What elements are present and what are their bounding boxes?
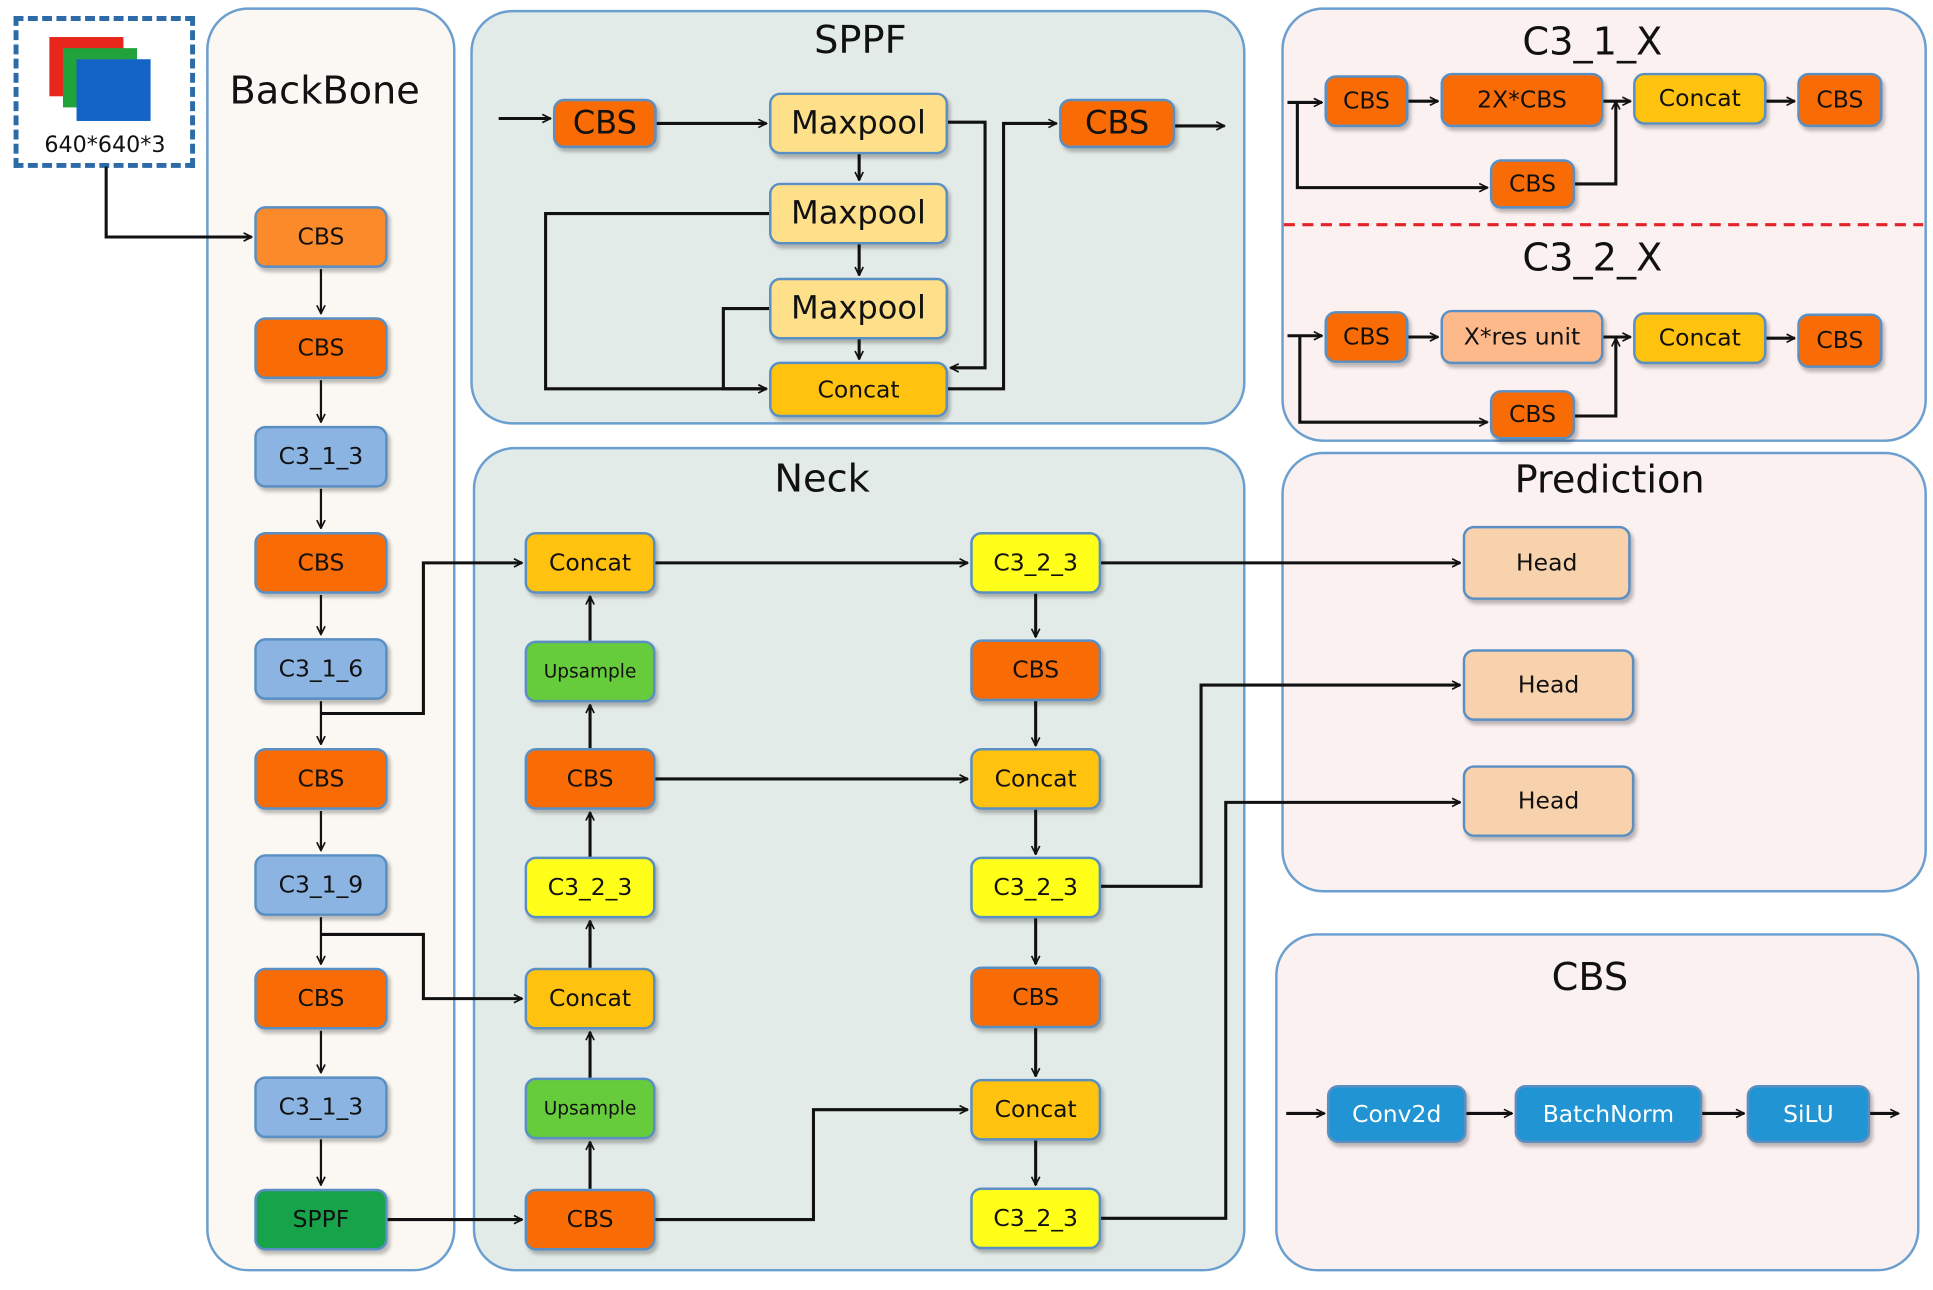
sppf-concat: Concat <box>769 361 949 418</box>
backbone-c3-1-3-b: C3_1_3 <box>254 1076 388 1139</box>
backbone-c3-1-9: C3_1_9 <box>254 854 388 916</box>
backbone-cbs-2: CBS <box>254 317 388 379</box>
input-image-icon <box>49 37 153 121</box>
prediction-head-3: Head <box>1462 765 1635 837</box>
neck-concat-right-2: Concat <box>970 1078 1102 1141</box>
backbone-c3-1-3-a: C3_1_3 <box>254 425 388 488</box>
cbs-definition-title: CBS <box>1551 955 1629 1000</box>
c3-2-x-title: C3_2_X <box>1522 235 1663 281</box>
sppf-title: SPPF <box>814 18 907 63</box>
neck-concat-mid: Concat <box>524 967 656 1030</box>
backbone-c3-1-6: C3_1_6 <box>254 638 388 700</box>
neck-cbs-bottom: CBS <box>524 1188 656 1251</box>
neck-title: Neck <box>774 456 870 502</box>
c3-1-x-concat: Concat <box>1633 72 1767 125</box>
cbs-def-silu: SiLU <box>1746 1085 1871 1144</box>
neck-c3-2-3-out-1: C3_2_3 <box>970 532 1102 594</box>
c3-2-x-cbs-out: CBS <box>1797 313 1883 368</box>
prediction-head-1: Head <box>1462 525 1631 600</box>
neck-cbs-right-1: CBS <box>970 639 1102 702</box>
c3-2-x-concat: Concat <box>1633 312 1767 365</box>
blue-channel <box>76 59 151 121</box>
neck-cbs-right-2: CBS <box>970 966 1102 1029</box>
backbone-cbs-4: CBS <box>254 748 388 810</box>
cbs-def-batchnorm: BatchNorm <box>1514 1085 1703 1144</box>
neck-c3-2-3-out-2: C3_2_3 <box>970 856 1102 919</box>
neck-concat-right-1: Concat <box>970 748 1102 810</box>
c3-1-x-cbs-branch: CBS <box>1489 159 1576 209</box>
sppf-cbs-out: CBS <box>1059 98 1176 149</box>
prediction-head-2: Head <box>1462 649 1635 721</box>
neck-c3-2-3-out-3: C3_2_3 <box>970 1187 1102 1250</box>
cbs-def-conv2d: Conv2d <box>1326 1085 1467 1144</box>
neck-upsample-bottom: Upsample <box>524 1077 656 1140</box>
c3-1-x-2x-cbs: 2X*CBS <box>1440 72 1604 128</box>
neck-c3-2-3-left: C3_2_3 <box>524 856 656 919</box>
backbone-cbs-3: CBS <box>254 532 388 594</box>
sppf-maxpool-3: Maxpool <box>769 277 949 340</box>
sppf-cbs-in: CBS <box>553 98 657 149</box>
c3-2-x-res-unit: X*res unit <box>1440 309 1604 365</box>
c3-2-x-cbs-in: CBS <box>1324 311 1409 363</box>
c3-1-x-cbs-in: CBS <box>1324 75 1409 128</box>
sppf-maxpool-1: Maxpool <box>769 92 949 155</box>
backbone-sppf: SPPF <box>254 1188 388 1251</box>
c3-1-x-title: C3_1_X <box>1522 19 1663 65</box>
neck-upsample-top: Upsample <box>524 640 656 703</box>
input-size-label: 640*640*3 <box>22 132 188 159</box>
neck-cbs-mid: CBS <box>524 748 656 810</box>
input-image-frame <box>13 16 196 168</box>
prediction-title: Prediction <box>1514 457 1705 503</box>
c3-1-x-cbs-out: CBS <box>1797 72 1883 128</box>
backbone-cbs-5: CBS <box>254 967 388 1030</box>
backbone-cbs-1: CBS <box>254 206 388 268</box>
backbone-title: BackBone <box>229 69 420 114</box>
sppf-maxpool-2: Maxpool <box>769 182 949 245</box>
c3-2-x-cbs-branch: CBS <box>1489 390 1576 440</box>
neck-concat-top: Concat <box>524 532 656 594</box>
